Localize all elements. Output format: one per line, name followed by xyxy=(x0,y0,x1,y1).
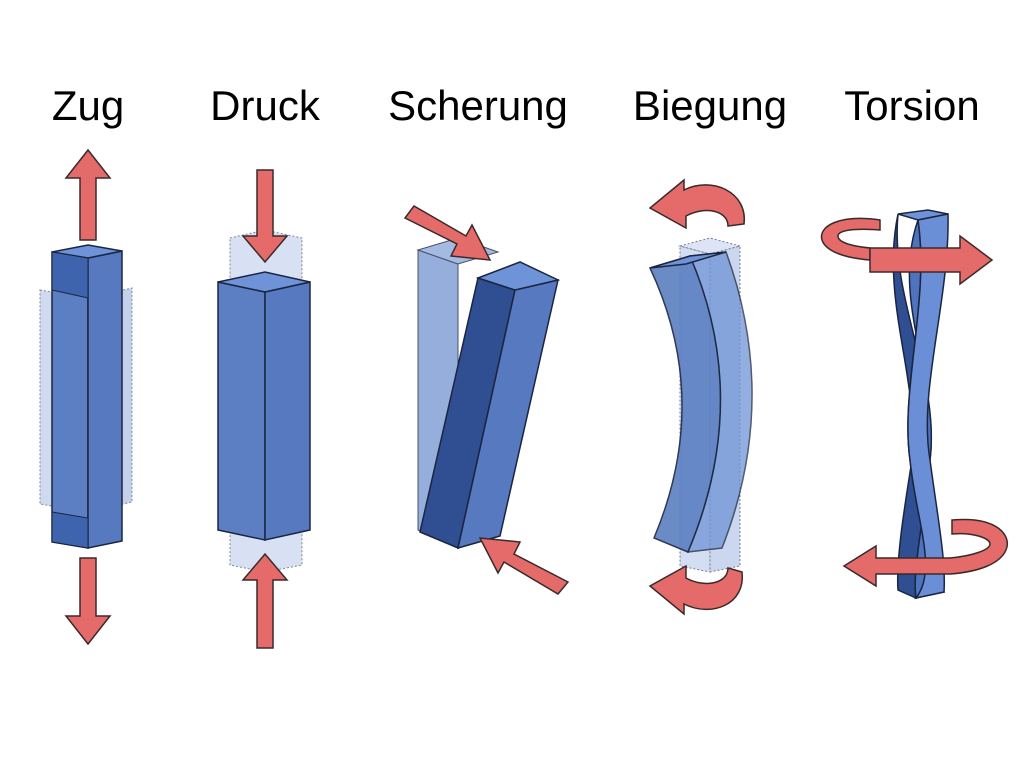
label-torsion: Torsion xyxy=(844,82,980,129)
shear-bar xyxy=(419,261,561,550)
torsion-arrow-bottom xyxy=(842,518,1008,588)
shear-arrow-bottom xyxy=(478,537,570,595)
tension-bar xyxy=(51,244,123,549)
shear-arrow-top xyxy=(403,205,492,261)
label-bending: Biegung xyxy=(632,82,788,129)
torsion-arrow-top xyxy=(869,234,994,286)
torsion-bar xyxy=(892,209,949,600)
bending-bar xyxy=(648,251,753,553)
bending-figure xyxy=(648,178,753,616)
torsion-figure xyxy=(820,209,1008,600)
tension-arrow-up xyxy=(64,148,112,241)
compression-arrow-down xyxy=(241,169,289,264)
label-shear: Scherung xyxy=(388,82,568,129)
compression-arrow-up xyxy=(241,552,289,649)
bending-arrow-bottom xyxy=(648,564,743,616)
tension-figure xyxy=(39,148,133,646)
label-tension: Zug xyxy=(51,82,125,129)
compression-bar xyxy=(217,271,311,541)
shear-figure xyxy=(403,205,570,595)
compression-figure xyxy=(217,169,311,649)
tension-arrow-down xyxy=(64,557,112,646)
label-compression: Druck xyxy=(210,82,320,129)
bending-arrow-top xyxy=(648,178,745,230)
